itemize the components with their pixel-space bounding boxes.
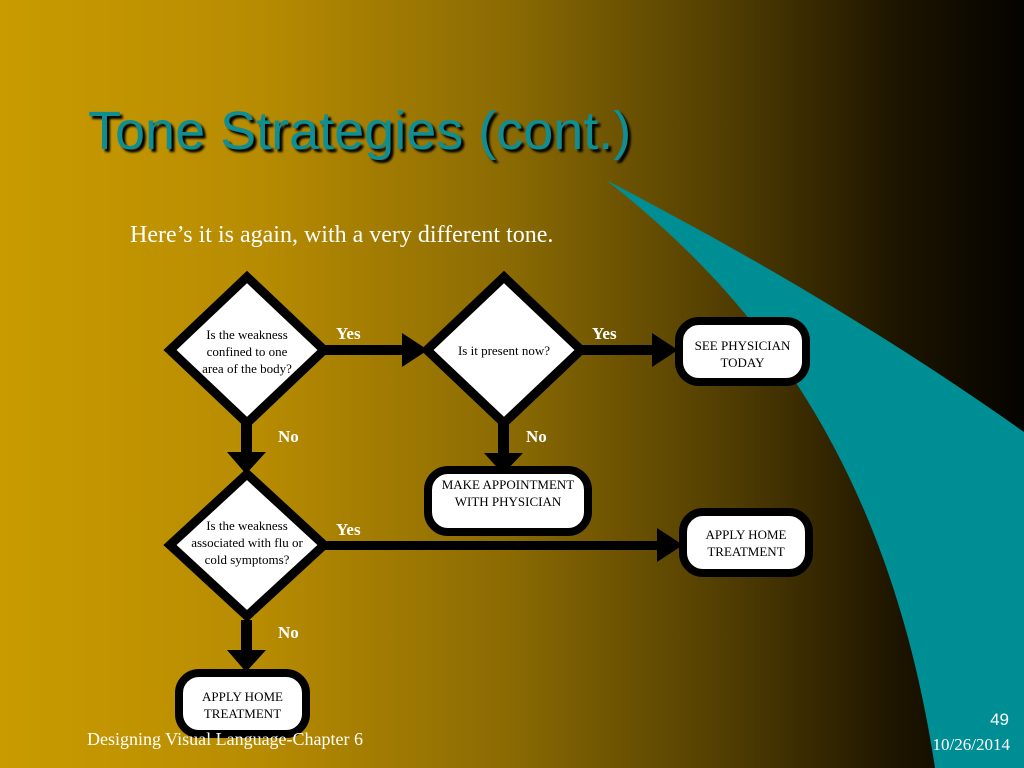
decision-diamond-q3 [163, 467, 331, 623]
teal-swoosh-shape [606, 180, 1024, 768]
connector-q2-appointment [498, 422, 509, 455]
arrowhead-q1-q2 [402, 333, 428, 367]
edge-label-q3-no: No [278, 623, 299, 642]
connector-q2-see-physician [578, 345, 655, 355]
outcome-text-home-right: APPLY HOME TREATMENT [705, 527, 787, 559]
slide-title: Tone Strategies (cont.) [88, 101, 632, 161]
footer-date: 10/26/2014 [932, 735, 1010, 754]
connector-q3-home-bottom [241, 620, 252, 652]
decision-text-q2: Is it present now? [457, 343, 551, 358]
decision-diamond-q1 [163, 270, 331, 430]
arrowhead-q1-q3 [227, 452, 266, 474]
decision-text-q1: Is the weakness confined to one area of … [202, 327, 292, 376]
decision-text-q3: Is the weakness associated with flu or c… [191, 518, 303, 567]
outcome-box-home-bottom [175, 669, 310, 738]
connector-q1-q2 [325, 345, 405, 355]
outcome-box-see-physician [675, 317, 810, 386]
arrowhead-q3-home-right [657, 528, 683, 562]
edge-label-q1-no: No [278, 427, 299, 446]
arrowhead-q2-appointment [484, 453, 523, 474]
connector-q1-q3 [241, 422, 252, 454]
outcome-text-see-physician: SEE PHYSICIAN TODAY [694, 338, 791, 370]
decision-diamond-q2 [420, 270, 588, 430]
slide-subtitle: Here’s it is again, with a very differen… [130, 222, 554, 248]
arrowhead-q3-home-bottom [227, 650, 266, 672]
edge-label-q2-yes: Yes [592, 324, 617, 343]
arrowhead-q2-see-physician [652, 333, 678, 367]
footer-text: Designing Visual Language-Chapter 6 [87, 729, 364, 749]
outcome-text-make-appointment: MAKE APPOINTMENT WITH PHYSICIAN [441, 477, 575, 509]
edge-label-q3-yes: Yes [336, 520, 361, 539]
outcome-text-home-bottom: APPLY HOME TREATMENT [202, 689, 283, 721]
edge-label-q2-no: No [526, 427, 547, 446]
connector-q3-home-right [325, 541, 660, 550]
outcome-box-make-appointment [424, 466, 592, 536]
outcome-box-home-right [679, 508, 813, 577]
page-number: 49 [990, 710, 1009, 729]
edge-label-q1-yes: Yes [336, 324, 361, 343]
